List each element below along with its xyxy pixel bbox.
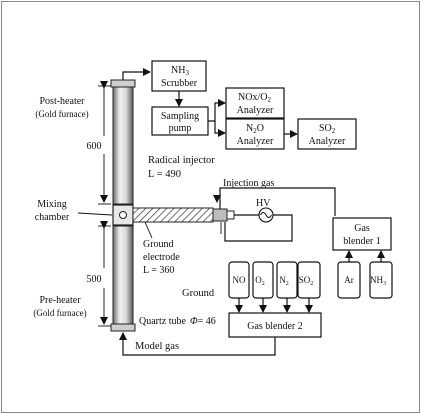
nox-analyzer-label: NOx/O2	[238, 92, 271, 104]
nox-analyzer-box	[225, 87, 285, 119]
svg-text:Ar: Ar	[344, 275, 354, 285]
hv-wire-return	[224, 214, 293, 242]
n2o-analyzer-box	[225, 118, 285, 150]
so2-analyzer-label: SO2	[319, 123, 336, 135]
pre-heater-sublabel: (Gold furnace)	[33, 308, 86, 318]
pre-heater-tube	[110, 225, 136, 332]
hv-ac-source-icon	[258, 207, 274, 223]
sampling-pump-box	[151, 106, 209, 136]
model-gas-line	[119, 332, 276, 356]
radical-injector-length: L = 490	[148, 169, 181, 180]
sampling-pump-label: Sampling	[161, 111, 199, 122]
nox-analyzer-label-2: Analyzer	[237, 105, 274, 116]
ground-electrode	[132, 207, 214, 223]
mixing-chamber-leader	[77, 212, 113, 216]
svg-text:N2: N2	[279, 275, 289, 287]
cylinder-nh3: NH3	[369, 261, 393, 299]
hv-label: HV	[256, 198, 271, 209]
radical-injector-label: Radical injector	[148, 155, 215, 166]
svg-text:NO: NO	[233, 275, 246, 285]
gas-blender-1-label: Gas	[354, 223, 370, 234]
cylinder-so2: SO2	[297, 261, 321, 299]
gas-blender-1-label-2: blender 1	[343, 236, 381, 247]
svg-text:O2: O2	[255, 275, 265, 287]
ground-electrode-length: L = 360	[143, 265, 174, 276]
cylinder-ar: Ar	[337, 261, 361, 299]
pre-heater-label: Pre-heater	[39, 295, 81, 306]
so2-analyzer-label-2: Analyzer	[309, 136, 346, 147]
gas-blender-1-box	[332, 217, 392, 251]
injection-gas-label: Injection gas	[223, 178, 274, 189]
mixing-chamber-label: Mixing	[37, 199, 66, 210]
exhaust-line	[122, 68, 151, 80]
post-heater-sublabel: (Gold furnace)	[35, 109, 88, 119]
dimension-500	[98, 221, 111, 327]
injection-gas-arrowhead	[213, 195, 221, 203]
svg-text:NH3: NH3	[370, 275, 386, 287]
model-gas-label: Model gas	[135, 341, 179, 352]
pump-to-nox-arrow	[208, 99, 226, 122]
n2o-analyzer-label-2: Analyzer	[237, 136, 274, 147]
cylinder-n2: N2	[276, 261, 298, 299]
nh3-scrubber-label: NH3	[171, 65, 189, 77]
length-500-label: 500	[87, 274, 102, 285]
dimension-600	[98, 81, 111, 205]
cylinder-no: NO	[228, 261, 250, 299]
ground-electrode-label: Ground	[143, 239, 174, 250]
nh3-scrubber-label-2: Scrubber	[161, 78, 198, 89]
length-600-label: 600	[87, 141, 102, 152]
ground-electrode-label-2: electrode	[143, 252, 180, 263]
n2o-analyzer-label: N2O	[246, 123, 264, 135]
radical-injector-tube	[212, 196, 235, 222]
ground-label: Ground	[182, 288, 215, 299]
svg-text:SO2: SO2	[299, 275, 314, 287]
pump-to-n2o-arrow	[214, 121, 226, 137]
post-heater-tube	[110, 79, 136, 205]
injection-gas-line	[219, 187, 336, 216]
so2-analyzer-box	[297, 118, 357, 150]
gas-blender-2-label: Gas blender 2	[247, 321, 303, 332]
cylinder-o2: O2	[252, 261, 274, 299]
post-heater-label: Post-heater	[40, 96, 86, 107]
sampling-pump-label-2: pump	[169, 123, 192, 134]
mixing-chamber	[112, 204, 134, 226]
ground-electrode-leader	[144, 221, 153, 239]
nh3-scrubber-box	[151, 60, 207, 92]
gas-blender-2-box	[228, 312, 322, 338]
mixing-chamber-label-2: chamber	[35, 212, 70, 223]
